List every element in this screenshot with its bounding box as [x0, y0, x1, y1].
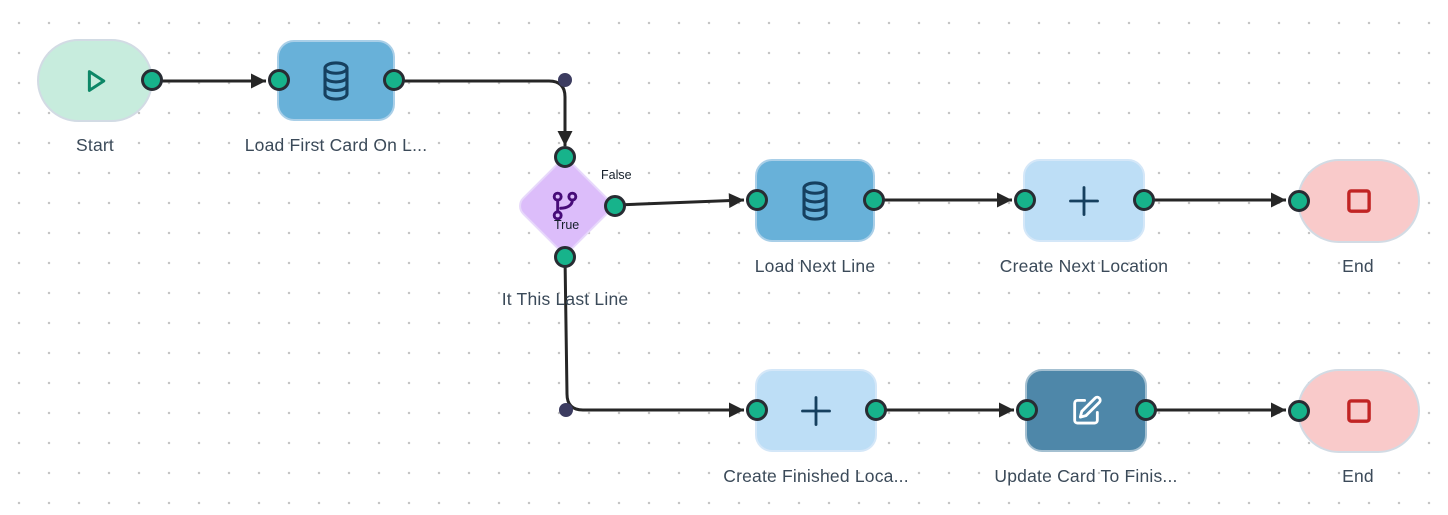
- stop-icon: [1346, 189, 1371, 213]
- node-label-end-bottom: End: [1342, 466, 1374, 486]
- node-label-end-top: End: [1342, 256, 1374, 276]
- plus-icon: [1069, 185, 1099, 216]
- port-in-load-next-line[interactable]: [745, 189, 768, 211]
- port-in-end-top[interactable]: [1287, 189, 1310, 212]
- node-label-load-first-card: Load First Card On L...: [244, 135, 428, 155]
- node-decision[interactable]: [514, 155, 616, 257]
- node-load-next-line[interactable]: [745, 159, 885, 242]
- port-out-start[interactable]: [140, 69, 163, 91]
- node-start[interactable]: [37, 39, 163, 122]
- port-out-decision-true[interactable]: [553, 245, 576, 268]
- edge-decision-false-to-load-next[interactable]: [615, 193, 745, 209]
- branch-label-false: False: [601, 168, 632, 182]
- node-label-load-next-line: Load Next Line: [754, 256, 876, 276]
- node-update-card[interactable]: [1015, 369, 1157, 452]
- edge-decision-true-to-create-finished[interactable]: [563, 256, 744, 418]
- port-out-create-finished-location[interactable]: [864, 399, 887, 421]
- port-in-update-card[interactable]: [1015, 399, 1038, 421]
- port-out-update-card[interactable]: [1134, 399, 1157, 421]
- plus-icon: [801, 395, 831, 426]
- port-in-create-finished-location[interactable]: [745, 399, 768, 421]
- node-end-bottom[interactable]: [1287, 369, 1420, 453]
- port-out-decision-false[interactable]: [603, 194, 626, 217]
- play-icon: [87, 69, 106, 92]
- database-icon: [323, 60, 349, 101]
- node-create-finished-location[interactable]: [745, 369, 887, 452]
- node-label-update-card: Update Card To Finis...: [994, 466, 1178, 486]
- node-label-create-finished-location: Create Finished Loca...: [723, 466, 909, 486]
- port-out-create-next-location[interactable]: [1132, 189, 1155, 211]
- port-out-load-first-card[interactable]: [382, 69, 405, 91]
- branch-label-true: True: [554, 218, 580, 232]
- node-label-create-next-location: Create Next Location: [999, 256, 1169, 276]
- edge-waypoint-dot[interactable]: [559, 403, 573, 417]
- port-in-decision-top[interactable]: [553, 145, 576, 168]
- node-load-first-card[interactable]: [267, 40, 405, 121]
- stop-icon: [1346, 399, 1371, 423]
- edit-icon: [1073, 395, 1102, 424]
- edge-waypoint-dot[interactable]: [558, 73, 572, 87]
- database-icon: [802, 180, 828, 221]
- node-label-decision: It This Last Line: [501, 289, 629, 309]
- port-out-load-next-line[interactable]: [862, 189, 885, 211]
- port-in-end-bottom[interactable]: [1287, 399, 1310, 422]
- node-end-top[interactable]: [1287, 159, 1420, 243]
- port-in-create-next-location[interactable]: [1013, 189, 1036, 211]
- node-label-start: Start: [76, 135, 114, 155]
- node-create-next-location[interactable]: [1013, 159, 1155, 242]
- port-in-load-first-card[interactable]: [267, 69, 290, 91]
- branch-icon: [552, 191, 578, 221]
